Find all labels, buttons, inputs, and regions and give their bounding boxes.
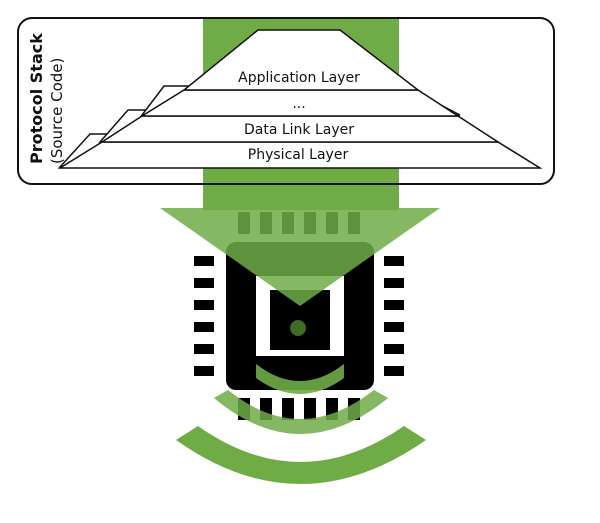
green-flow-band-lower <box>203 185 399 210</box>
layer-label-application: Application Layer <box>238 70 360 86</box>
wireless-signal-icon <box>214 390 388 434</box>
chip-pins-left <box>194 256 214 376</box>
stack-container <box>17 17 555 185</box>
chip-center-dot <box>290 320 306 336</box>
layer-label-physical: Physical Layer <box>248 147 349 163</box>
stack-title: Protocol Stack <box>27 33 46 164</box>
stack-title-group: Protocol Stack <box>27 33 46 164</box>
wireless-signal-outer-arc <box>176 426 426 484</box>
stack-subtitle-group: (Source Code) <box>48 58 66 164</box>
layer-label-data-link: Data Link Layer <box>244 122 354 138</box>
down-arrow-icon <box>160 208 440 306</box>
chip-pins-right <box>384 256 404 376</box>
layer-application <box>181 29 421 91</box>
stack-subtitle: (Source Code) <box>48 58 66 164</box>
layer-label-ellipsis: ... <box>292 96 305 112</box>
chip-signal-arc <box>256 364 344 394</box>
chip-inner-frame <box>256 276 344 356</box>
